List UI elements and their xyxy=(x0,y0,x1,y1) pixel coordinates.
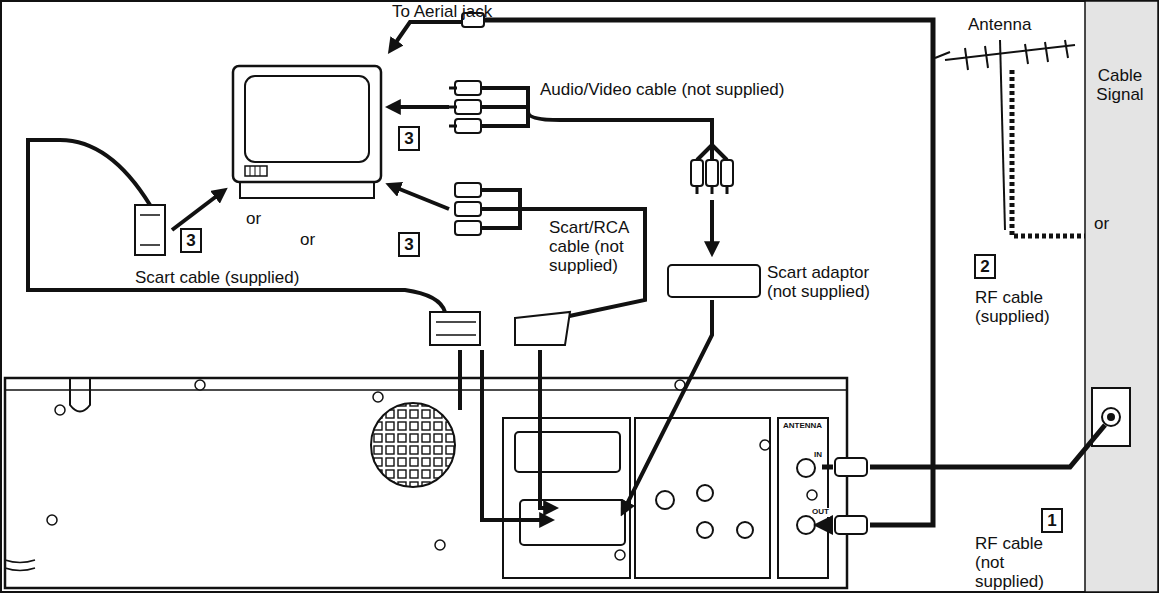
callout-number: 1 xyxy=(1047,511,1056,530)
callout-box: 3 xyxy=(398,126,420,151)
callout-box: 3 xyxy=(180,228,202,253)
cable-label: or xyxy=(246,209,261,228)
cable-label: Antenna xyxy=(968,15,1031,34)
cable-label: To Aerial jack xyxy=(392,2,492,21)
callout-number: 3 xyxy=(404,235,413,254)
callout-box: 1 xyxy=(1041,508,1063,533)
callout-box: 2 xyxy=(974,254,996,279)
callout-number: 3 xyxy=(404,129,413,148)
callout-number: 2 xyxy=(980,257,989,276)
cable-label: Scart cable (supplied) xyxy=(135,268,299,287)
jack-label: IN xyxy=(813,451,823,460)
callout-number: 3 xyxy=(186,231,195,250)
cable-label: Scart adaptor (not supplied) xyxy=(767,263,887,301)
cable-label: Scart/RCA cable (not supplied) xyxy=(549,218,641,275)
jack-label: OUT xyxy=(811,508,830,517)
callout-box: 3 xyxy=(398,232,420,257)
cable-label: or xyxy=(1094,214,1109,233)
cable-label: or xyxy=(300,230,315,249)
cable-label: Audio/Video cable (not supplied) xyxy=(540,80,784,99)
cable-label: RF cable (not supplied) xyxy=(975,534,1075,591)
jack-label: ANTENNA xyxy=(782,422,823,431)
cable-label: Cable Signal xyxy=(1085,66,1155,104)
cable-label: RF cable (supplied) xyxy=(975,288,1080,326)
